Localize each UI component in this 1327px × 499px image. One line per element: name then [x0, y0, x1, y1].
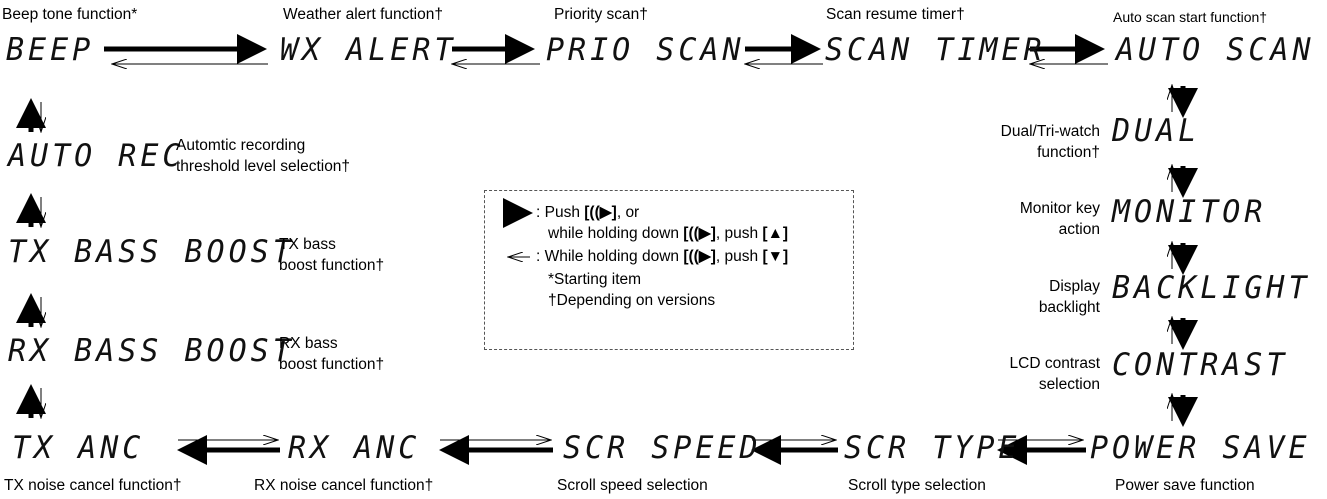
left-column-arrows	[15, 98, 46, 418]
caption-tx-bass-2: boost function†	[279, 257, 385, 274]
lcd-auto-scan: AUTO SCAN	[1116, 31, 1315, 69]
legend-line-1: : Push [((▶], or	[536, 204, 639, 222]
caption-rx-bass-2: boost function†	[279, 356, 385, 373]
lcd-wx-alert: WX ALERT	[280, 31, 457, 69]
legend-box	[484, 190, 854, 350]
lcd-rx-anc: RX ANC	[288, 429, 421, 467]
lcd-tx-anc: TX ANC	[12, 429, 145, 467]
caption-tx-anc: TX noise cancel function†	[4, 477, 182, 494]
legend-line-1-tail: , or	[616, 204, 640, 221]
caption-auto-scan: Auto scan start function†	[1113, 9, 1268, 25]
legend-key-2: [((▶]	[683, 225, 716, 242]
lcd-scr-speed: SCR SPEED	[563, 429, 762, 467]
caption-auto-rec-1: Automtic recording	[176, 137, 306, 154]
lcd-beep: BEEP	[6, 31, 95, 69]
caption-monitor-1: Monitor key	[1019, 200, 1100, 217]
caption-auto-rec-2: threshold level selection†	[176, 158, 351, 175]
legend-line-3-text: : While holding down	[536, 248, 684, 265]
legend-line-2: while holding down [((▶], push [▲]	[548, 225, 788, 243]
caption-dual-2: function†	[1037, 144, 1100, 161]
legend-line-2-text: while holding down	[548, 225, 684, 242]
legend-line-2-mid: , push	[715, 225, 763, 242]
legend-line-1-text: : Push	[536, 204, 585, 221]
caption-rx-anc: RX noise cancel function†	[254, 477, 434, 494]
legend-key-3: [((▶]	[683, 248, 716, 265]
lcd-tx-bass-boost: TX BASS BOOST	[8, 233, 295, 271]
caption-priority-scan: Priority scan†	[554, 6, 648, 23]
caption-tx-bass-1: TX bass	[279, 236, 336, 253]
caption-scr-type: Scroll type selection	[848, 477, 986, 494]
lcd-contrast: CONTRAST	[1112, 346, 1289, 384]
lcd-prio-scan: PRIO SCAN	[546, 31, 745, 69]
legend-up-key: [▲]	[762, 225, 789, 242]
bottom-row-arrows	[177, 435, 1086, 465]
lcd-auto-rec: AUTO REC	[8, 137, 185, 175]
lcd-monitor: MONITOR	[1112, 193, 1267, 231]
caption-weather-alert: Weather alert function†	[283, 6, 443, 23]
caption-backlight-2: backlight	[1038, 299, 1100, 316]
caption-scan-timer: Scan resume timer†	[826, 6, 965, 23]
caption-dual-1: Dual/Tri-watch	[1000, 123, 1100, 140]
caption-beep: Beep tone function*	[2, 6, 138, 23]
caption-scr-speed: Scroll speed selection	[557, 477, 708, 494]
legend-key-1: [((▶]	[584, 204, 617, 221]
legend-arrows	[503, 198, 533, 257]
lcd-backlight: BACKLIGHT	[1112, 269, 1311, 307]
lcd-rx-bass-boost: RX BASS BOOST	[8, 332, 295, 370]
caption-contrast-2: selection	[1038, 376, 1100, 393]
right-column-arrows	[1172, 85, 1198, 427]
legend-down-key: [▼]	[762, 248, 789, 265]
legend-line-3: : While holding down [((▶], push [▼]	[536, 248, 788, 266]
legend-line-3-mid: , push	[715, 248, 763, 265]
legend-line-4: *Starting item	[548, 271, 642, 288]
top-row-arrows	[104, 34, 1108, 64]
caption-monitor-2: action	[1058, 221, 1100, 238]
lcd-power-save: POWER SAVE	[1090, 429, 1311, 467]
legend-line-5: †Depending on versions	[548, 292, 716, 309]
caption-power-save: Power save function	[1115, 477, 1255, 494]
lcd-scr-type: SCR TYPE	[844, 429, 1021, 467]
lcd-dual: DUAL	[1112, 112, 1201, 150]
caption-backlight-1: Display	[1049, 278, 1100, 295]
caption-contrast-1: LCD contrast	[1009, 355, 1100, 372]
lcd-scan-timer: SCAN TIMER	[825, 31, 1046, 69]
caption-rx-bass-1: RX bass	[279, 335, 338, 352]
